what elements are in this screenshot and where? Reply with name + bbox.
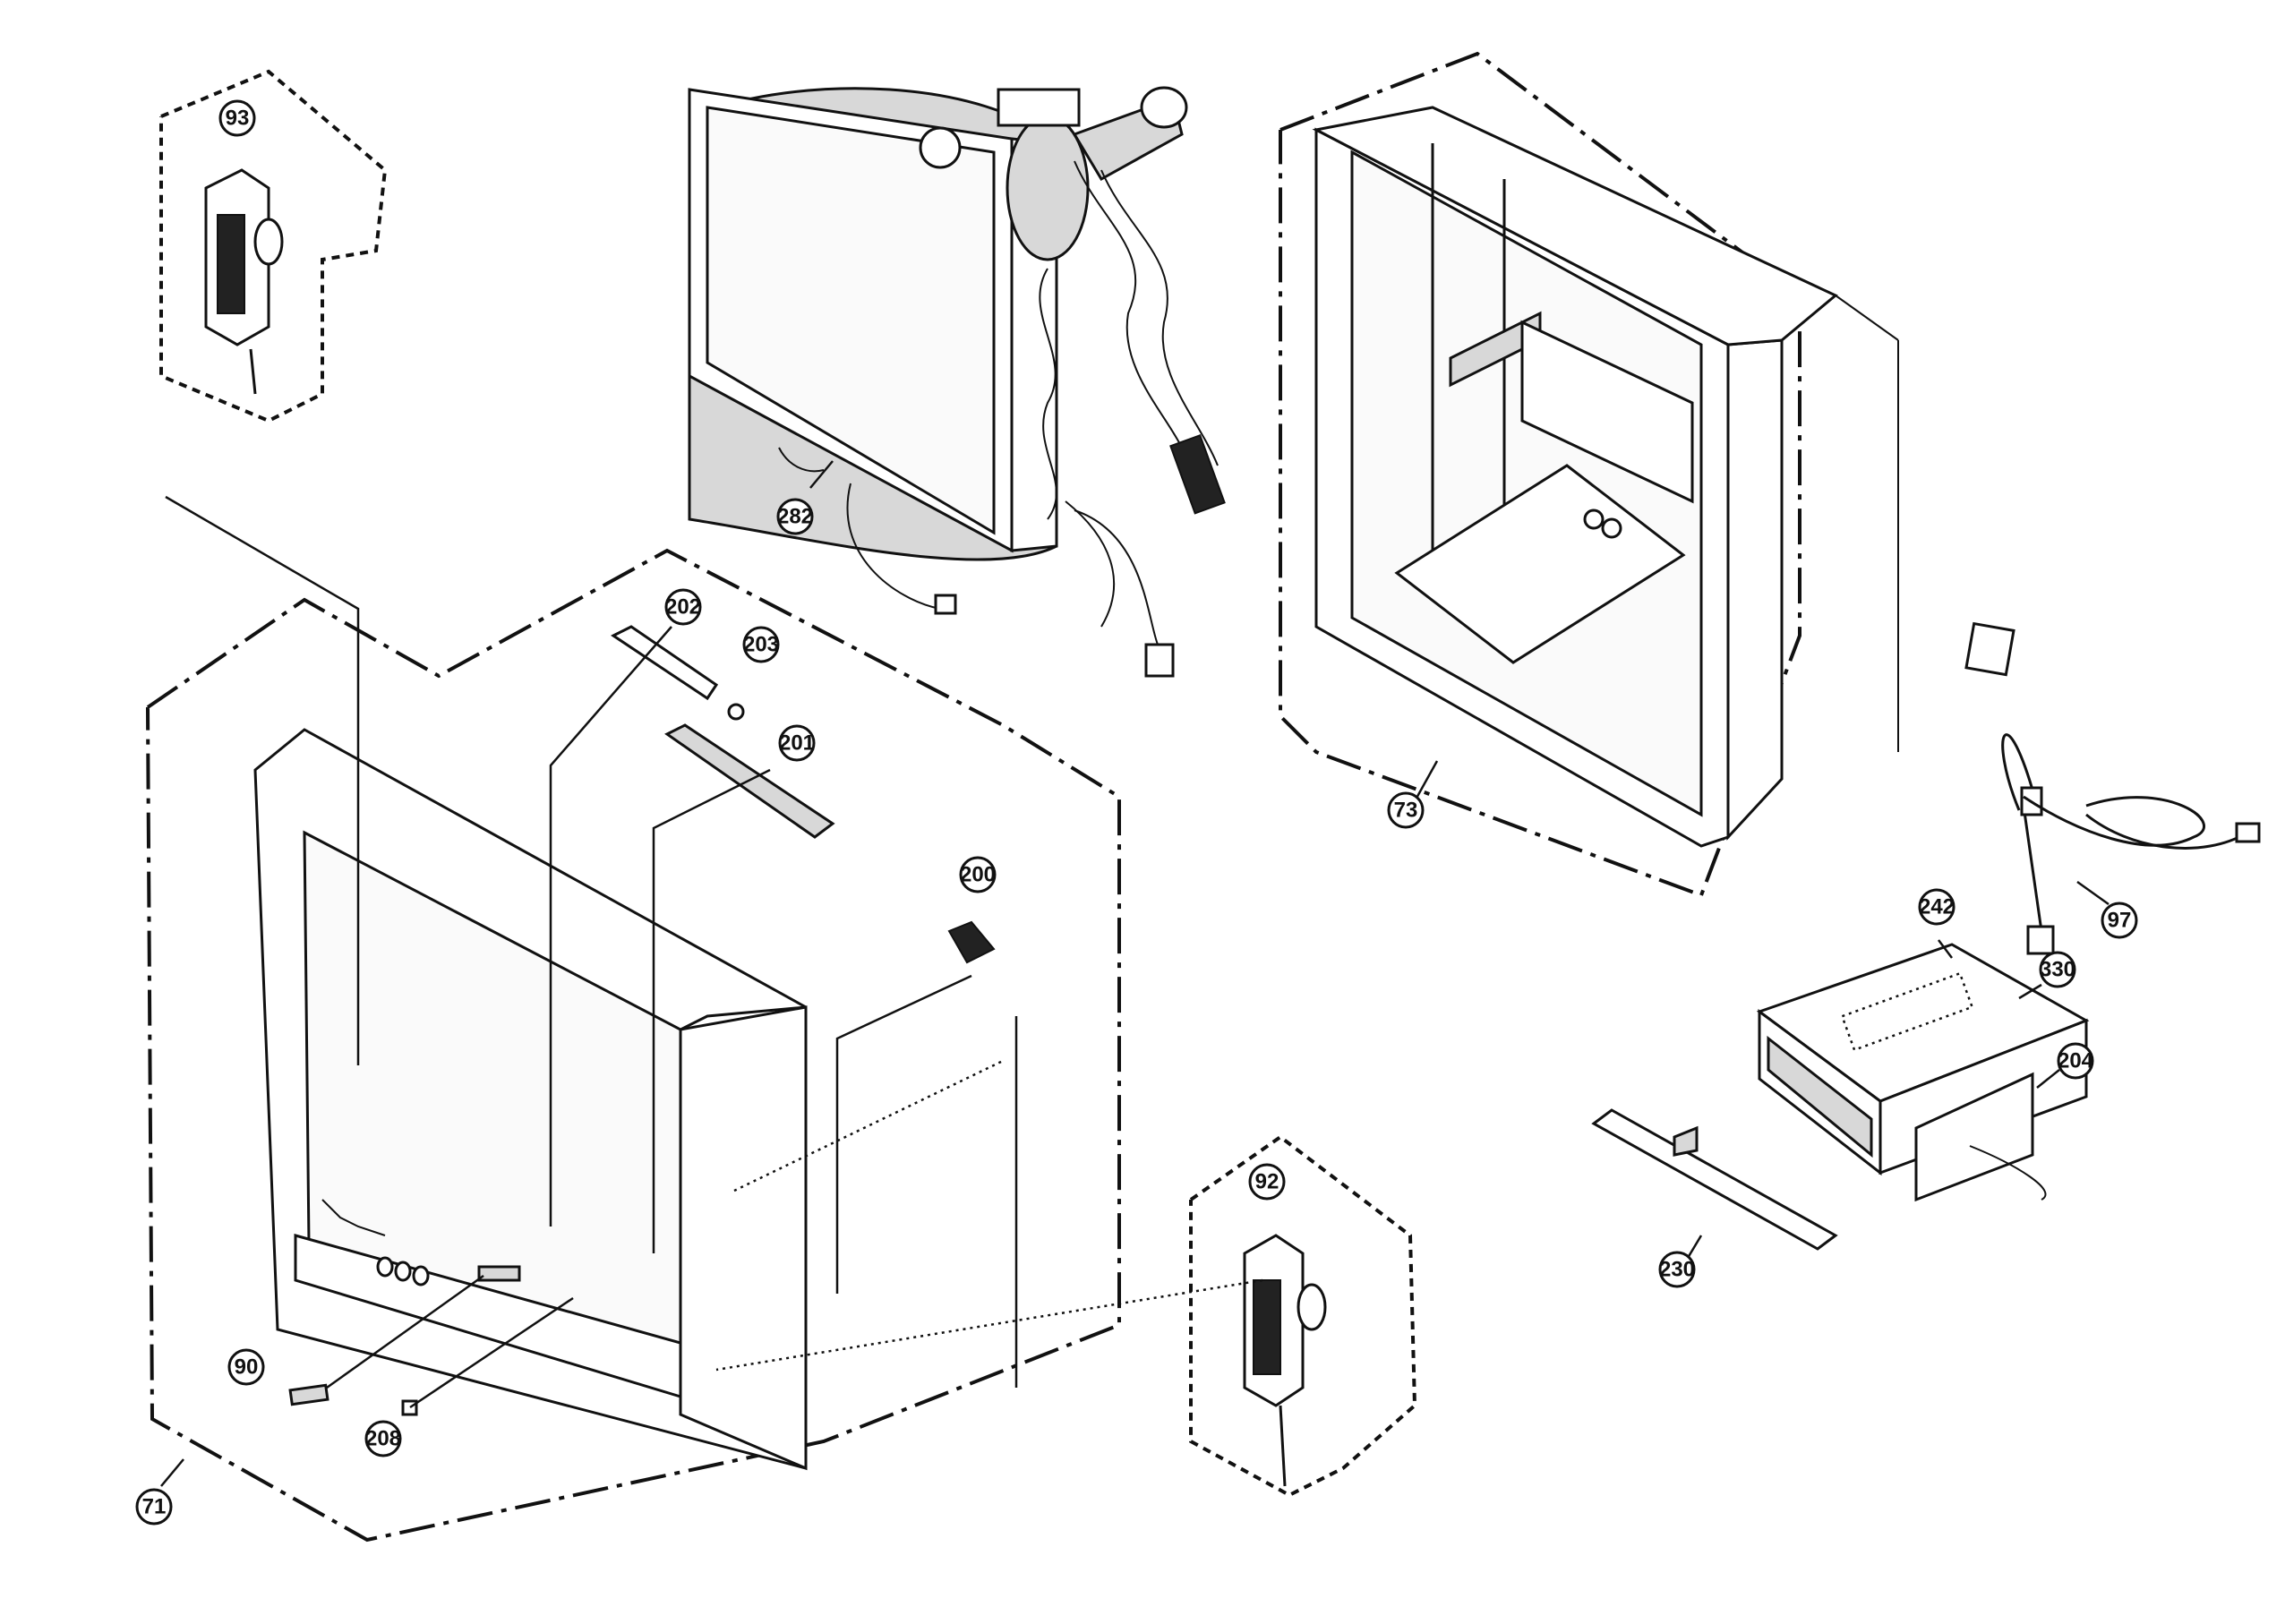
svg-text:73: 73: [1394, 799, 1418, 823]
leader-201: [652, 768, 771, 1253]
speaker-92-group-outline: [1189, 1134, 1417, 1498]
leader-90: [326, 1274, 484, 1389]
callout-208: 208: [364, 1420, 402, 1457]
screw-203: [727, 703, 745, 721]
leader-330: [2018, 983, 2042, 1000]
part-208: [401, 1399, 418, 1416]
leader-208: [409, 1296, 574, 1409]
leader-230: [1686, 1235, 1703, 1259]
svg-text:208: 208: [365, 1427, 401, 1451]
callout-202: 202: [664, 588, 702, 626]
badge-90: [288, 1383, 329, 1406]
speaker-93: [204, 168, 284, 395]
svg-text:71: 71: [142, 1495, 167, 1519]
speaker-93-group-outline: [159, 69, 388, 423]
callout-71: 71: [135, 1488, 173, 1526]
speaker-92: [1243, 1234, 1327, 1487]
front-cabinet: [253, 728, 808, 1471]
callout-203: 203: [742, 626, 780, 663]
svg-text:93: 93: [226, 107, 250, 131]
rear-cabinet: [1312, 106, 2015, 848]
callout-201: 201: [778, 724, 816, 762]
leader-282: [809, 460, 834, 489]
svg-text:202: 202: [665, 595, 701, 620]
leader-202: [549, 626, 672, 1227]
svg-text:90: 90: [235, 1355, 259, 1380]
svg-text:282: 282: [777, 505, 813, 529]
callout-90: 90: [227, 1348, 265, 1386]
leader-242: [1938, 939, 1953, 959]
leader-71: [160, 1458, 184, 1487]
crt-picture-tube: [688, 86, 1226, 678]
leader-200: [835, 974, 972, 1294]
callout-200: 200: [959, 856, 997, 893]
leader-73: [1413, 760, 1439, 802]
callout-97: 97: [2101, 902, 2138, 939]
callout-242: 242: [1918, 888, 1956, 926]
power-cord-97: [2001, 733, 2261, 955]
front-cabinet-group-outline: [146, 548, 1121, 1543]
svg-text:203: 203: [743, 633, 779, 657]
svg-text:97: 97: [2108, 909, 2132, 933]
bracket-202: [611, 625, 719, 701]
svg-text:201: 201: [779, 731, 815, 756]
bracket-200: [947, 920, 996, 964]
callout-230: 230: [1658, 1251, 1696, 1288]
callout-282: 282: [776, 498, 814, 535]
svg-text:330: 330: [2040, 958, 2075, 982]
callout-92: 92: [1248, 1163, 1286, 1201]
leader-204: [2036, 1069, 2060, 1089]
leader-97: [2076, 880, 2110, 906]
svg-text:242: 242: [1919, 895, 1955, 919]
vcr-deck: [1591, 943, 2090, 1251]
svg-text:92: 92: [1255, 1170, 1279, 1194]
callout-73: 73: [1387, 791, 1425, 829]
speaker-93-guide: [165, 495, 360, 1065]
svg-text:230: 230: [1659, 1258, 1695, 1282]
callout-204: 204: [2057, 1042, 2094, 1080]
svg-text:204: 204: [2058, 1049, 2094, 1073]
svg-text:200: 200: [960, 863, 996, 887]
callout-330: 330: [2039, 951, 2076, 988]
callout-93: 93: [218, 99, 256, 137]
